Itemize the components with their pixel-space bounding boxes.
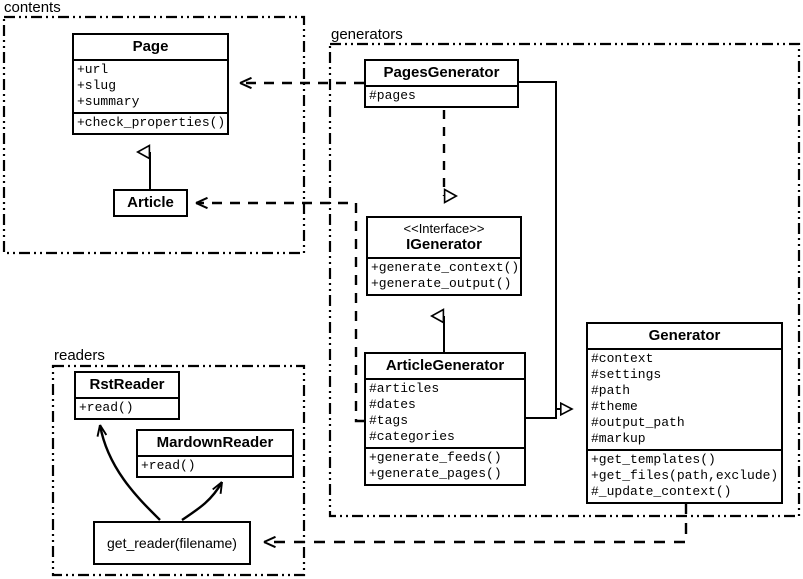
class-attribute: #path (591, 383, 631, 398)
class-title-article: Article (127, 194, 174, 211)
edge-articlegenerator-depends-article (196, 203, 364, 423)
class-operation: +generate_feeds() (369, 450, 502, 465)
class-box-mardown-reader[interactable]: MardownReader +read() (136, 429, 294, 478)
class-box-igenerator[interactable]: <<Interface>> IGenerator +generate_conte… (366, 216, 522, 296)
class-operation: #_update_context() (591, 484, 732, 499)
class-title-igenerator: <<Interface>> IGenerator (368, 218, 520, 257)
class-attributes-page: +url +slug +summary (74, 59, 227, 112)
package-label-contents: contents (4, 0, 61, 16)
edge-pagesgenerator-inherits-generator (519, 81, 572, 409)
class-title-pages-generator: PagesGenerator (383, 64, 500, 81)
class-operation: +read() (79, 400, 134, 415)
class-operations-igenerator: +generate_context() +generate_output() (368, 257, 520, 294)
class-attribute: +summary (77, 94, 140, 109)
class-box-article-generator[interactable]: ArticleGenerator #articles #dates #tags … (364, 352, 526, 486)
class-stereotype-igenerator: <<Interface>> (403, 221, 485, 236)
class-attribute: #tags (369, 413, 409, 428)
class-box-rst-reader[interactable]: RstReader +read() (74, 371, 180, 420)
edge-get-reader-to-mardownreader (181, 481, 224, 521)
class-attributes-generator: #context #settings #path #theme #output_… (588, 348, 781, 449)
class-operation: +get_files(path,exclude) (591, 468, 779, 483)
class-attribute: #theme (591, 399, 638, 414)
edge-articlegenerator-inherits-generator (526, 409, 557, 419)
class-attribute: #dates (369, 397, 416, 412)
class-title-rst-reader: RstReader (89, 376, 165, 393)
package-label-generators: generators (331, 26, 403, 43)
package-label-readers: readers (54, 347, 105, 364)
class-attribute: #settings (591, 367, 662, 382)
class-attribute: #pages (369, 88, 416, 103)
class-title-page: Page (132, 38, 169, 55)
class-attribute: +slug (77, 78, 117, 93)
class-operation: +generate_pages() (369, 466, 502, 481)
class-operation: +check_properties() (77, 115, 226, 130)
class-box-page[interactable]: Page +url +slug +summary +check_properti… (72, 33, 229, 135)
class-operation: +read() (141, 458, 196, 473)
class-attributes-pages-generator: #pages (366, 85, 517, 106)
class-operations-article-generator: +generate_feeds() +generate_pages() (366, 447, 524, 484)
class-attribute: #output_path (591, 415, 685, 430)
class-operations-generator: +get_templates() +get_files(path,exclude… (588, 449, 781, 502)
class-attribute: #categories (369, 429, 455, 444)
class-box-generator[interactable]: Generator #context #settings #path #them… (586, 322, 783, 504)
class-operation: +get_templates() (591, 452, 716, 467)
function-box-get-reader[interactable]: get_reader(filename) (93, 521, 251, 565)
class-attribute: #articles (369, 381, 440, 396)
class-title-mardown-reader: MardownReader (156, 434, 274, 451)
class-operations-mardown-reader: +read() (138, 455, 292, 476)
class-title-generator: Generator (648, 327, 721, 344)
class-name-igenerator: IGenerator (406, 236, 482, 253)
function-label-get-reader: get_reader(filename) (107, 535, 237, 551)
class-attribute: +url (77, 62, 109, 77)
class-attribute: #context (591, 351, 654, 366)
class-box-pages-generator[interactable]: PagesGenerator #pages (364, 59, 519, 108)
class-operations-rst-reader: +read() (76, 397, 178, 418)
class-attributes-article-generator: #articles #dates #tags #categories (366, 378, 524, 447)
class-title-article-generator: ArticleGenerator (385, 357, 505, 374)
class-operations-page: +check_properties() (74, 112, 227, 133)
edge-generator-depends-get-reader (264, 503, 688, 542)
class-operation: +generate_output() (371, 276, 512, 291)
class-operation: +generate_context() (371, 260, 520, 275)
class-attribute: #markup (591, 431, 646, 446)
class-box-article[interactable]: Article (113, 189, 188, 217)
